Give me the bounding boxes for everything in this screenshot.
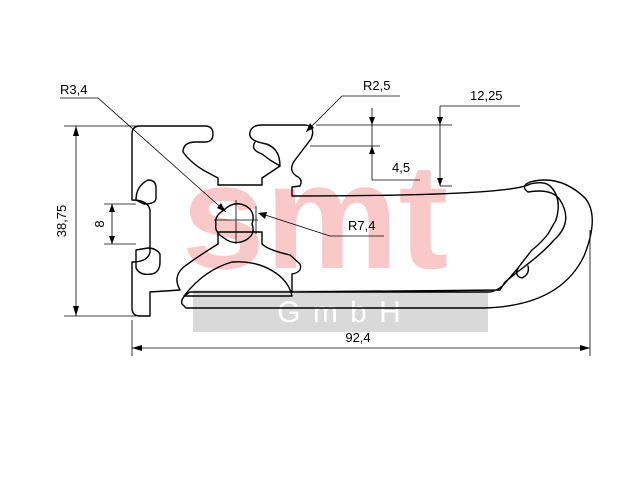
label-r2-5: R2,5 <box>363 78 390 93</box>
label-8: 8 <box>92 220 107 227</box>
profile-outline <box>131 124 593 317</box>
label-92-4: 92,4 <box>345 330 370 345</box>
upper-left-lobe <box>135 179 157 205</box>
dimension-labels: R3,4 R2,5 12,25 4,5 R7,4 8 38,75 92,4 <box>54 78 503 345</box>
lower-left-lobe <box>135 247 161 276</box>
label-r3-4: R3,4 <box>60 82 87 97</box>
label-38-75: 38,75 <box>54 205 69 238</box>
lower-cavity <box>183 261 293 297</box>
watermark-band <box>193 290 488 332</box>
center-cross <box>214 200 258 244</box>
center-core <box>214 203 254 244</box>
label-r7-4: R7,4 <box>348 218 375 233</box>
curl-slot <box>515 265 530 279</box>
label-4-5: 4,5 <box>392 160 410 175</box>
label-12-25: 12,25 <box>470 88 503 103</box>
watermark-subtext: G m b H <box>277 296 403 329</box>
outer-contour <box>131 124 593 317</box>
watermark-logo: smt <box>182 132 449 300</box>
watermark: smt G m b H <box>182 132 488 332</box>
dimension-lines <box>60 95 591 356</box>
upper-right-tab <box>252 141 281 167</box>
